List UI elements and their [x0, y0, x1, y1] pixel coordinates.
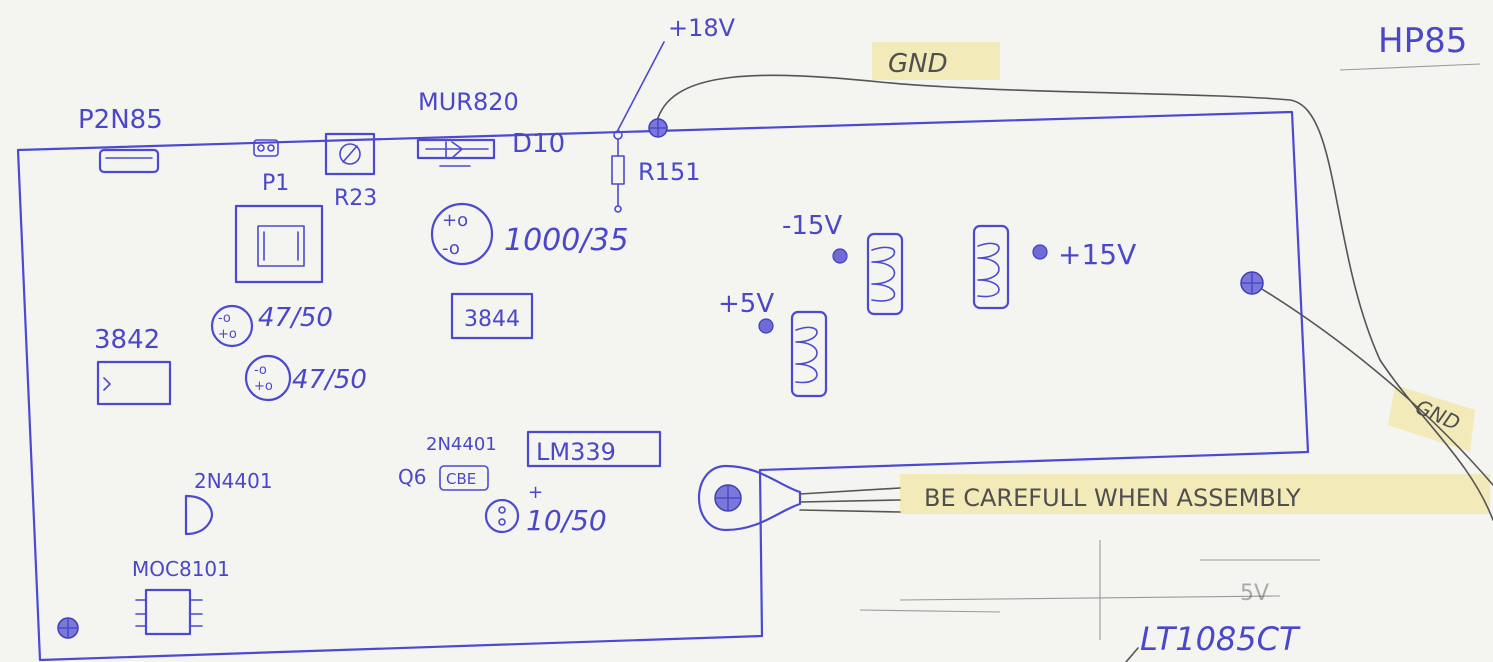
svg-text:+: +	[528, 482, 543, 503]
p2n85-component	[98, 148, 160, 174]
gnd-wire-top	[657, 74, 1493, 521]
ring-terminal	[697, 464, 901, 532]
moc-label: MOC8101	[132, 557, 230, 581]
mur820-component	[416, 138, 496, 167]
gnd-wire-right	[1251, 282, 1493, 486]
lt1085-label: LT1085CT	[1140, 620, 1301, 658]
q6-component	[439, 465, 489, 491]
ic-3842-label: 3842	[94, 325, 160, 355]
p2n85-label: P2N85	[78, 105, 163, 135]
lm339-component	[526, 430, 662, 468]
warning-highlight	[900, 474, 1490, 514]
pcb-outline	[16, 110, 1310, 662]
ic-3844-component	[450, 292, 534, 340]
r151-component	[611, 138, 625, 213]
trans-2n4401-component	[184, 494, 214, 536]
q6-type-label: 2N4401	[426, 434, 497, 455]
svg-text:-o: -o	[442, 238, 460, 259]
p1-label: P1	[262, 171, 289, 196]
r23-label: R23	[334, 186, 377, 211]
cap-47a-component: -o +o	[210, 304, 254, 348]
plus15-pad	[1032, 244, 1048, 260]
plus5-label: +5V	[718, 289, 774, 319]
svg-text:+o: +o	[254, 379, 273, 394]
faint-5v-label: 5V	[1240, 581, 1269, 606]
p1-component	[253, 139, 279, 157]
warning-label: BE CAREFULL WHEN ASSEMBLY	[924, 484, 1301, 512]
d10-label: D10	[512, 129, 565, 159]
svg-text:-o: -o	[218, 311, 231, 326]
faint-background-traces	[859, 63, 1481, 640]
cap-10-component	[484, 498, 520, 534]
cap-47b-component: -o +o	[244, 354, 292, 402]
plus15-coil	[972, 224, 1010, 310]
minus15-coil	[866, 232, 904, 316]
mur820-label: MUR820	[418, 88, 519, 116]
r23-component	[324, 132, 376, 176]
v18-label: +18V	[668, 14, 736, 42]
ic-3844-label: 3844	[464, 307, 520, 332]
minus15-label: -15V	[782, 211, 842, 241]
lm339-label: LM339	[536, 438, 616, 466]
gnd-top-label: GND	[888, 49, 948, 79]
svg-text:+o: +o	[442, 210, 468, 231]
q6-label: Q6	[398, 465, 426, 489]
plus15-label: +15V	[1058, 238, 1136, 271]
cap-1000-component: +o -o	[430, 202, 494, 266]
minus15-pad	[832, 248, 848, 264]
r151-label: R151	[638, 158, 700, 186]
svg-text:-o: -o	[254, 363, 267, 378]
ic-3842-component	[96, 360, 172, 406]
moc-component	[135, 588, 203, 636]
board-title: HP85	[1378, 21, 1467, 61]
cap-10-label: 10/50	[526, 504, 607, 537]
plus5-pad	[758, 318, 774, 334]
cap-47b-label: 47/50	[292, 365, 367, 395]
trans-2n4401-label: 2N4401	[194, 469, 273, 493]
cap-47a-label: 47/50	[258, 303, 333, 333]
v18-lead	[617, 41, 665, 131]
transformer-component	[234, 204, 324, 284]
plus5-coil	[790, 310, 828, 398]
cap-1000-label: 1000/35	[504, 223, 629, 258]
svg-text:+o: +o	[218, 327, 237, 342]
gnd-right-highlight	[1388, 385, 1475, 452]
q6-pins-label: CBE	[446, 470, 476, 488]
gnd-highlight	[872, 42, 1000, 80]
